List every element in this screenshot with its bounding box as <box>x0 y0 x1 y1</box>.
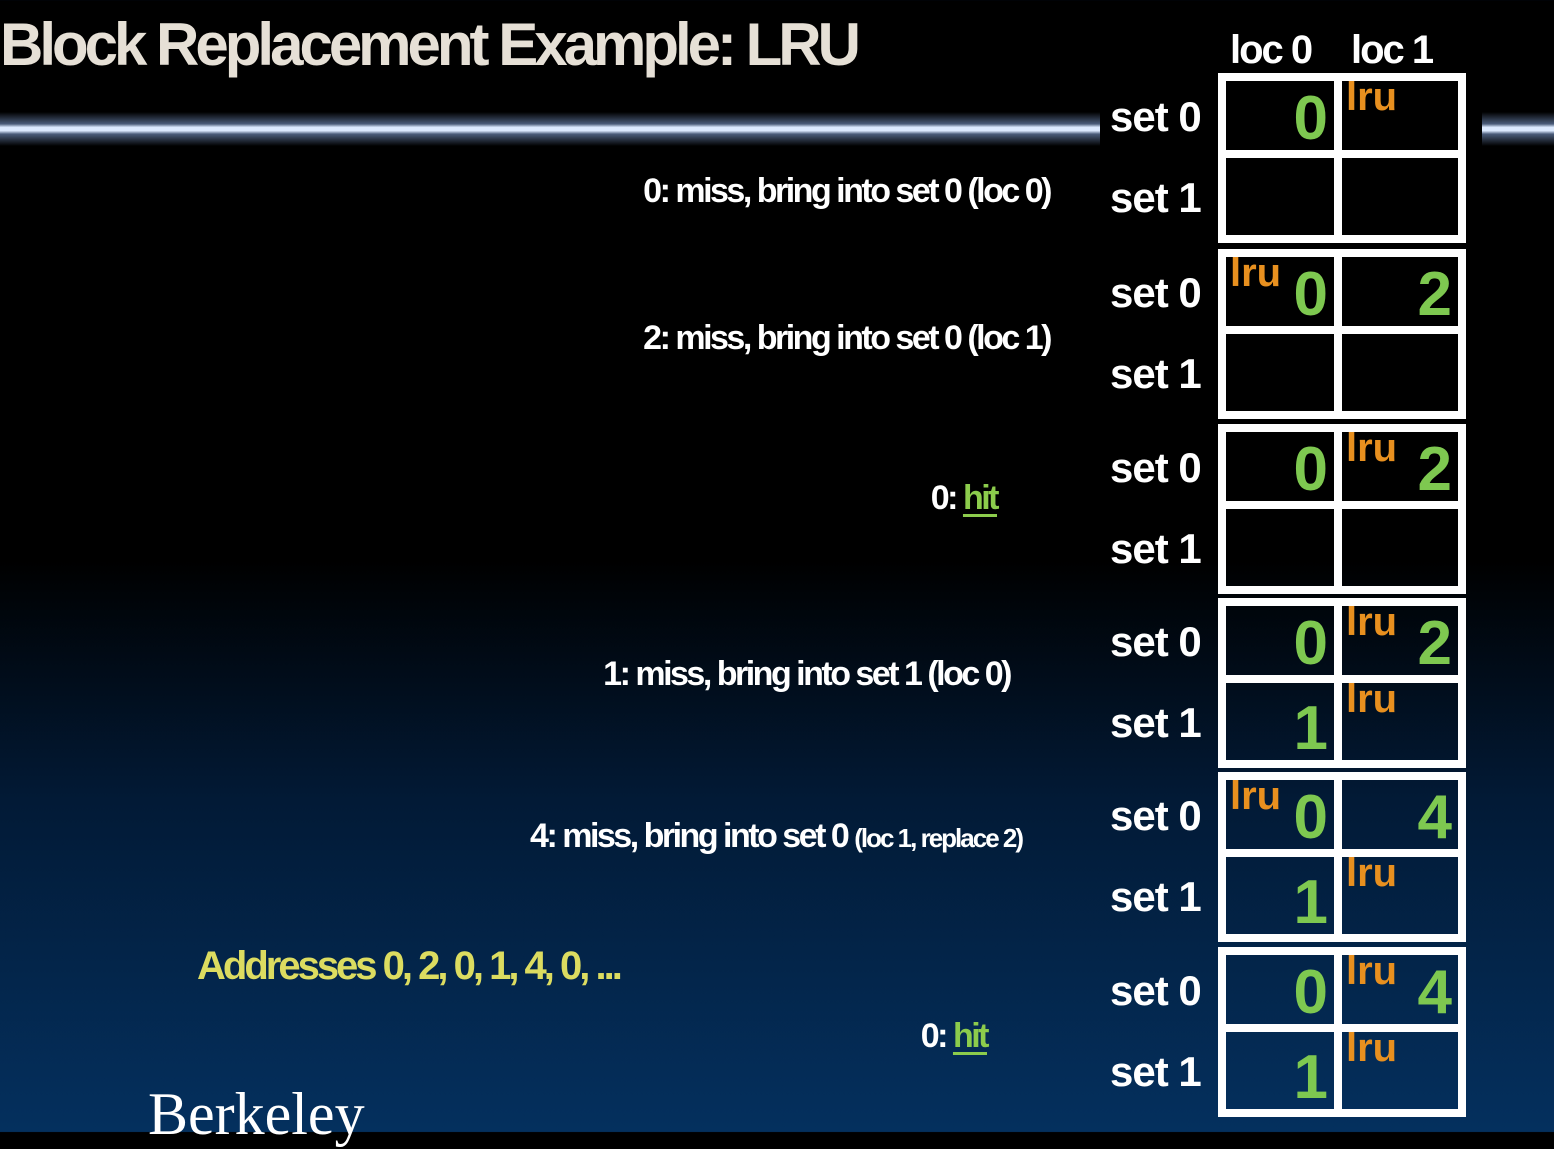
set-label: set 0 <box>1110 269 1202 316</box>
hit-label: hit <box>952 1017 990 1055</box>
cached-address: 0 <box>1293 435 1328 504</box>
step-address: 0: <box>930 479 963 517</box>
cached-address: 1 <box>1293 694 1328 763</box>
cache-slot: lru <box>1342 1026 1458 1109</box>
cached-address: 2 <box>1417 435 1452 504</box>
cache-slot <box>1342 158 1458 235</box>
cache-state: 0 lru <box>1218 73 1466 243</box>
cache-slot <box>1226 158 1342 235</box>
step-text: 0: miss, bring into set 0 (loc 0) <box>643 172 1052 210</box>
cache-slot <box>1226 334 1342 411</box>
cache-slot: lru <box>1342 75 1458 158</box>
cache-slot: lru 2 <box>1342 426 1458 509</box>
berkeley-logo: Berkeley <box>148 1081 365 1147</box>
cache-slot: 0 <box>1226 955 1342 1032</box>
step-text: 2: miss, bring into set 0 (loc 1) <box>643 319 1052 357</box>
set-label: set 0 <box>1110 444 1202 491</box>
cache-slot: 1 <box>1226 1032 1342 1112</box>
cache-slot: 0 <box>1226 432 1342 509</box>
step-description: 0: miss, bring into set 0 (loc 0) <box>643 172 1052 211</box>
lru-marker: lru <box>1346 1026 1398 1070</box>
set-label: set 0 <box>1110 967 1202 1014</box>
lru-marker: lru <box>1230 774 1282 818</box>
lru-marker: lru <box>1346 851 1398 895</box>
step-address: 0: <box>920 1017 953 1055</box>
set-label: set 1 <box>1110 1048 1202 1095</box>
cache-state: 0 lru 4 1 lru <box>1218 947 1466 1117</box>
cached-address: 2 <box>1417 260 1452 329</box>
cache-slot: 4 <box>1342 780 1458 857</box>
step-text: 4: miss, bring into set 0 <box>530 817 855 855</box>
step-description: 0: hit <box>920 1017 990 1056</box>
cache-state: 0 lru 2 1 lru <box>1218 598 1466 768</box>
cache-slot: lru 2 <box>1342 600 1458 683</box>
cached-address: 0 <box>1293 609 1328 678</box>
lru-marker: lru <box>1346 600 1398 644</box>
slide-title: Block Replacement Example: LRU <box>0 11 861 78</box>
cached-address: 1 <box>1293 1043 1328 1112</box>
cache-slot <box>1342 509 1458 586</box>
address-sequence: Addresses 0, 2, 0, 1, 4, 0, ... <box>197 944 623 988</box>
cache-slot: 2 <box>1342 257 1458 334</box>
cache-slot: lru <box>1342 851 1458 934</box>
cache-slot: 1 <box>1226 683 1342 763</box>
cache-slot: 0 <box>1226 81 1342 158</box>
set-label: set 1 <box>1110 350 1202 397</box>
step-detail: (loc 1, replace 2) <box>854 823 1024 853</box>
set-label: set 1 <box>1110 174 1202 221</box>
cached-address: 1 <box>1293 868 1328 937</box>
set-label: set 0 <box>1110 93 1202 140</box>
lru-marker: lru <box>1230 251 1282 295</box>
lru-marker: lru <box>1346 426 1398 470</box>
step-description: 2: miss, bring into set 0 (loc 1) <box>643 319 1052 358</box>
column-header-loc1: loc 1 <box>1351 28 1434 72</box>
cached-address: 4 <box>1417 783 1452 852</box>
cached-address: 4 <box>1417 958 1452 1027</box>
cache-state: 0 lru 2 <box>1218 424 1466 594</box>
set-label: set 1 <box>1110 699 1202 746</box>
hit-label: hit <box>962 479 1000 517</box>
step-text: 1: miss, bring into set 1 (loc 0) <box>603 655 1012 693</box>
cache-slot <box>1342 334 1458 411</box>
set-label: set 1 <box>1110 873 1202 920</box>
cached-address: 0 <box>1293 958 1328 1027</box>
lru-marker: lru <box>1346 75 1398 119</box>
cache-slot <box>1226 509 1342 586</box>
set-label: set 0 <box>1110 792 1202 839</box>
step-description: 0: hit <box>930 479 1000 518</box>
cached-address: 0 <box>1293 84 1328 153</box>
step-description: 1: miss, bring into set 1 (loc 0) <box>603 655 1012 694</box>
set-label: set 1 <box>1110 525 1202 572</box>
lru-marker: lru <box>1346 949 1398 993</box>
cache-slot: 1 <box>1226 857 1342 937</box>
cache-slot: lru 4 <box>1342 949 1458 1032</box>
cached-address: 2 <box>1417 609 1452 678</box>
column-header-loc0: loc 0 <box>1230 28 1313 72</box>
cached-address: 0 <box>1293 260 1328 329</box>
lru-marker: lru <box>1346 677 1398 721</box>
cache-slot: 0 <box>1226 606 1342 683</box>
cached-address: 0 <box>1293 783 1328 852</box>
set-label: set 0 <box>1110 618 1202 665</box>
step-description: 4: miss, bring into set 0 (loc 1, replac… <box>530 817 1024 856</box>
cache-slot: lru <box>1342 677 1458 760</box>
